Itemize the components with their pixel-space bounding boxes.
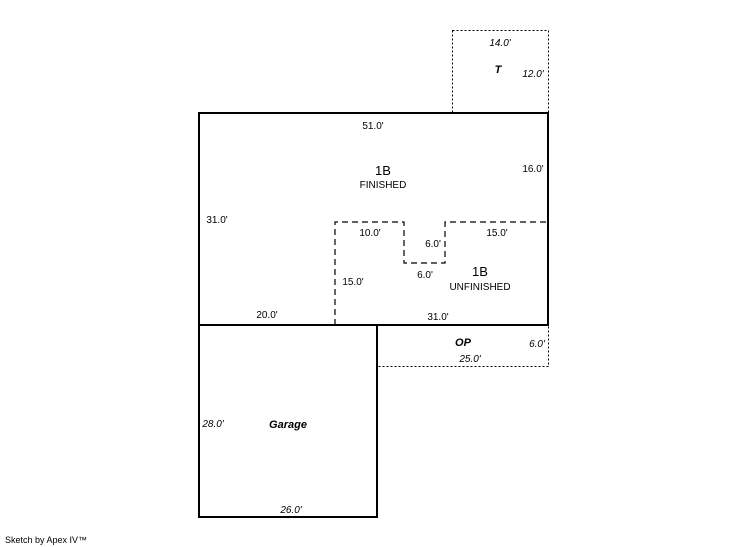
unfinished-area-status: UNFINISHED bbox=[449, 282, 510, 293]
unfinished-dim-notch-bottom: 6.0' bbox=[417, 270, 433, 281]
main-dim-right: 16.0' bbox=[522, 164, 543, 175]
unfinished-dim-bottom: 31.0' bbox=[427, 312, 448, 323]
unfinished-dim-top-right: 15.0' bbox=[486, 228, 507, 239]
terrace-label: T bbox=[495, 64, 503, 76]
main-area-code: 1B bbox=[375, 163, 391, 178]
main-area-status: FINISHED bbox=[360, 180, 407, 191]
main-dim-bottom-left: 20.0' bbox=[256, 310, 277, 321]
main-dim-left: 31.0' bbox=[206, 215, 227, 226]
garage-dim-bottom: 26.0' bbox=[279, 505, 302, 516]
porch-label: OP bbox=[455, 337, 472, 349]
unfinished-dim-notch-side: 6.0' bbox=[425, 239, 441, 250]
porch-dim-right: 6.0' bbox=[529, 339, 546, 350]
terrace-dim-right: 12.0' bbox=[522, 69, 544, 80]
terrace-outline bbox=[452, 30, 549, 114]
garage-outline bbox=[198, 324, 378, 518]
unfinished-area-outline bbox=[334, 221, 548, 325]
main-dim-top: 51.0' bbox=[362, 121, 383, 132]
main-building-outline bbox=[198, 112, 549, 326]
unfinished-dim-top-left: 10.0' bbox=[359, 228, 380, 239]
sketch-credit: Sketch by Apex IV™ bbox=[5, 535, 88, 545]
unfinished-dim-left: 15.0' bbox=[342, 277, 363, 288]
garage-dim-left: 28.0' bbox=[201, 419, 224, 430]
garage-label: Garage bbox=[269, 419, 307, 431]
porch-dim-bottom: 25.0' bbox=[458, 354, 481, 365]
terrace-dim-top: 14.0' bbox=[489, 38, 511, 49]
unfinished-area-code: 1B bbox=[472, 264, 488, 279]
